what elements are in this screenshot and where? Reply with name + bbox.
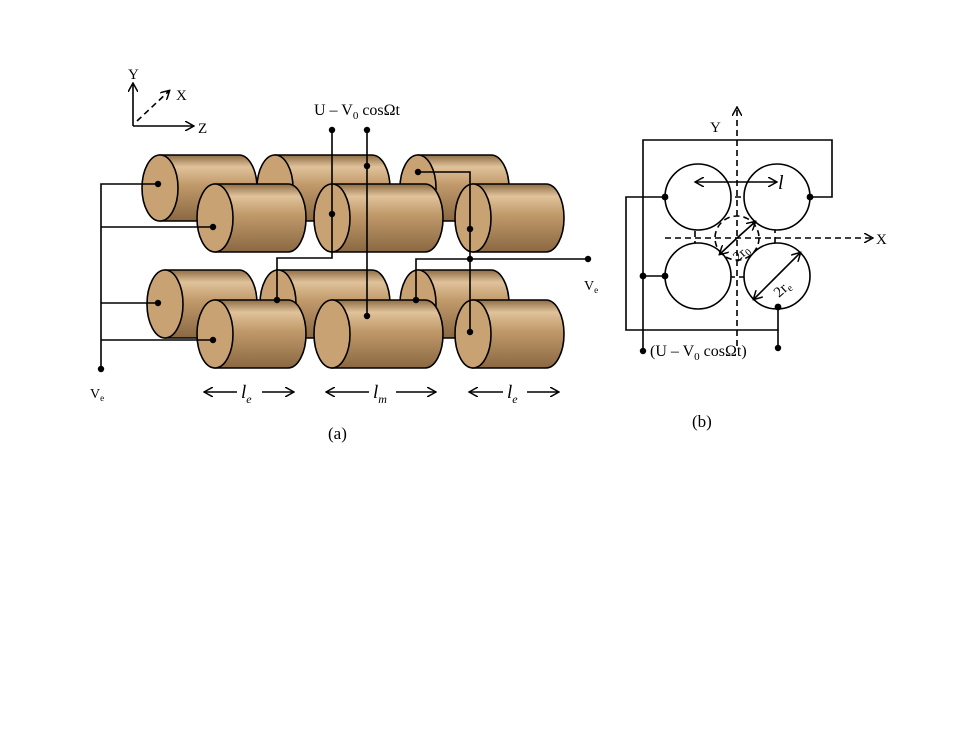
length-labels: le lm le <box>205 382 558 406</box>
len-end-left-label: le <box>241 382 252 406</box>
rod-front-upper-1 <box>196 183 307 253</box>
rf-wiring-middle <box>273 130 371 320</box>
re-label: 2re <box>771 277 796 302</box>
rf-voltage-label-b: (U – V0 cosΩt) <box>650 343 747 363</box>
end-cap-wiring-left <box>97 180 217 373</box>
rf-voltage-label: U – V0 cosΩt <box>314 102 401 122</box>
wire-top-loop <box>642 139 833 351</box>
ve-left-terminal <box>97 365 105 373</box>
rf-terminal-left-b <box>639 347 647 355</box>
rod-front-upper-2 <box>313 183 444 253</box>
rod-section-top-left <box>664 163 732 231</box>
panel-a: Y X Z U – V0 cosΩt <box>90 67 598 443</box>
len-end-right-label: le <box>507 382 518 406</box>
axis-x-label: X <box>176 88 187 104</box>
rod-front-lower-2 <box>313 299 444 369</box>
axes-triad: Y X Z <box>128 67 207 137</box>
ve-right-terminal <box>584 255 592 263</box>
ve-left-label: Ve <box>90 387 104 403</box>
caption-a: (a) <box>328 424 347 443</box>
axis-y-label: Y <box>128 67 139 83</box>
panel-b: Y X l 2r0 2re (U – V0 cosΩt) (b) <box>625 108 887 431</box>
axis-y-label-b: Y <box>710 120 721 136</box>
inner-square <box>694 196 776 278</box>
rod-front-lower-3 <box>454 299 565 369</box>
r0-label: 2r0 <box>731 243 755 267</box>
rf-terminal-right-b <box>774 344 782 352</box>
rod-front-lower-1 <box>196 299 307 369</box>
axis-x-label-b: X <box>876 232 887 248</box>
rod-section-top-right <box>743 163 811 231</box>
rod-spacing-label: l <box>778 172 784 194</box>
end-cap-wiring-right <box>412 168 592 336</box>
caption-b: (b) <box>692 412 712 431</box>
field-radius-circle <box>714 215 760 261</box>
wire-left-loop <box>625 196 779 331</box>
rod-front-upper-3 <box>454 183 565 253</box>
axis-z-label: Z <box>198 121 207 137</box>
len-mid-label: lm <box>373 382 387 406</box>
ve-right-label: Ve <box>584 279 598 295</box>
